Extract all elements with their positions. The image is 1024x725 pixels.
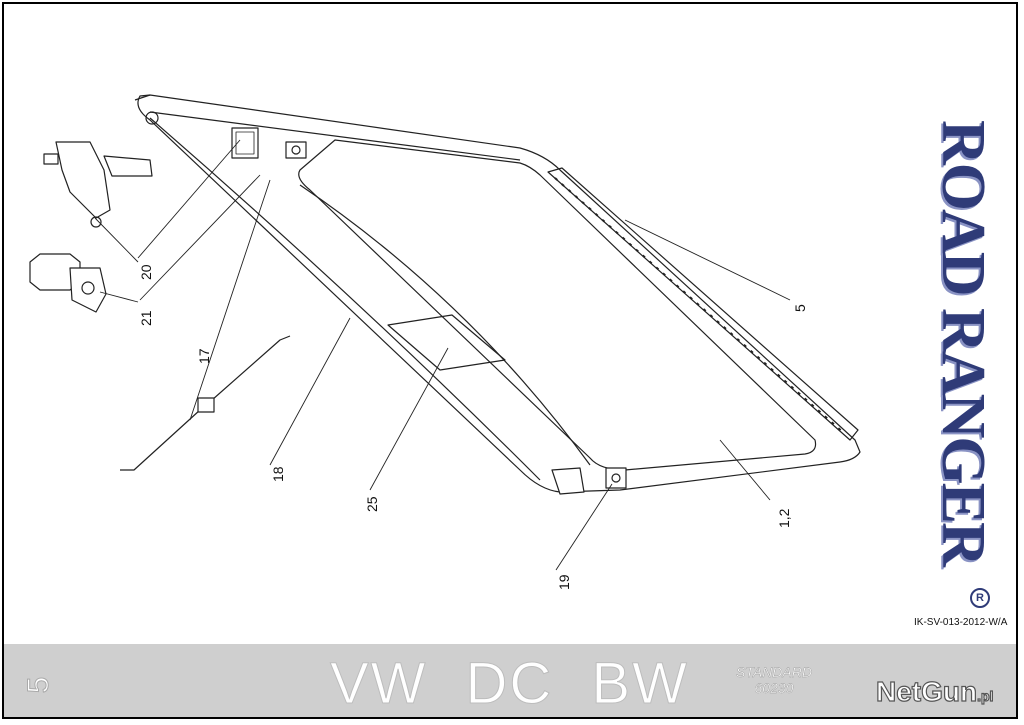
inner-panel-curve — [299, 184, 591, 466]
site-name: NetGun — [875, 675, 978, 707]
corner-hole — [145, 111, 159, 125]
knob-part-21 — [29, 253, 107, 313]
standard-label: STANDARD — [736, 664, 812, 680]
callout-19: 19 — [556, 574, 572, 590]
callout-18: 18 — [270, 466, 286, 482]
site-watermark: NetGun.pl — [875, 675, 994, 708]
registered-mark: R — [970, 588, 990, 608]
brand-name: ROAD RANGER — [929, 120, 997, 565]
callout-1-2: 1,2 — [776, 508, 792, 528]
callout-21: 21 — [138, 310, 154, 326]
label-plate — [387, 314, 506, 371]
window-glass-opening — [298, 139, 817, 471]
nut-top — [285, 141, 307, 159]
callout-25: 25 — [364, 496, 380, 512]
standard-code: STANDARD 60230 — [736, 664, 812, 696]
callout-5: 5 — [792, 304, 808, 312]
footer-bar — [4, 644, 1016, 717]
latch-part-20 — [43, 141, 153, 228]
brand-logo: ROAD RANGER — [929, 120, 1008, 590]
callout-20: 20 — [138, 264, 154, 280]
document-reference: IK-SV-013-2012-W/A — [914, 617, 1008, 628]
site-tld: .pl — [976, 687, 994, 704]
nut-bottom — [605, 467, 627, 489]
inner-panel-curve-2 — [149, 117, 541, 481]
standard-number: 60230 — [754, 680, 794, 696]
top-rail — [134, 94, 521, 161]
callout-17: 17 — [196, 348, 212, 364]
seal-strip — [547, 167, 859, 441]
vehicle-model: VW DC BW — [330, 651, 689, 717]
page-number: 5 — [22, 676, 56, 694]
hinge-bottom — [551, 467, 585, 495]
